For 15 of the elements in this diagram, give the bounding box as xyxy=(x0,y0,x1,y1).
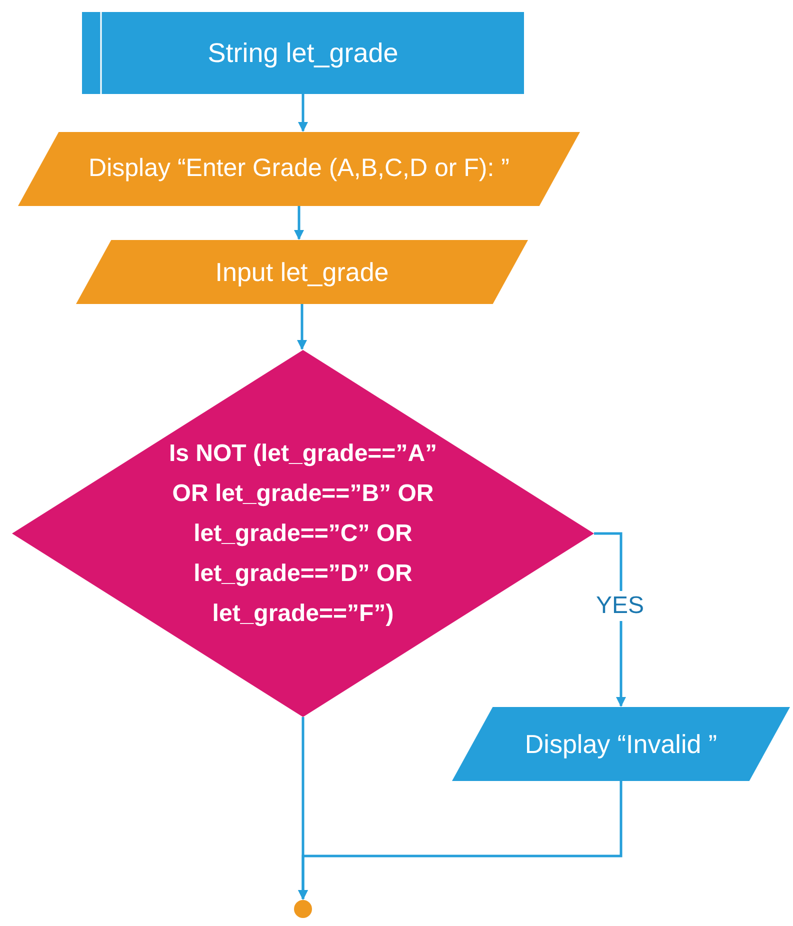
decision-diamond xyxy=(12,350,594,717)
node-text: Is NOT (let_grade==”A” OR let_grade==”B” OR let_grade==”C” OR let_grade==”D” OR let_grade==”F”) xyxy=(168,438,438,628)
declaration-box xyxy=(82,12,524,94)
node-text: String let_grade xyxy=(208,36,398,70)
node-text: Input let_grade xyxy=(215,256,389,288)
node-text: Display “Enter Grade (A,B,C,D or F): ” xyxy=(88,153,510,184)
node-text: Display “Invalid ” xyxy=(524,728,718,760)
arrow xyxy=(297,304,307,350)
end-circle xyxy=(294,900,312,918)
output-parallelogram xyxy=(18,132,580,206)
arrow xyxy=(298,94,308,132)
output-parallelogram xyxy=(452,707,790,781)
arrow xyxy=(298,781,622,900)
input-parallelogram xyxy=(76,240,528,304)
arrow xyxy=(294,206,304,240)
